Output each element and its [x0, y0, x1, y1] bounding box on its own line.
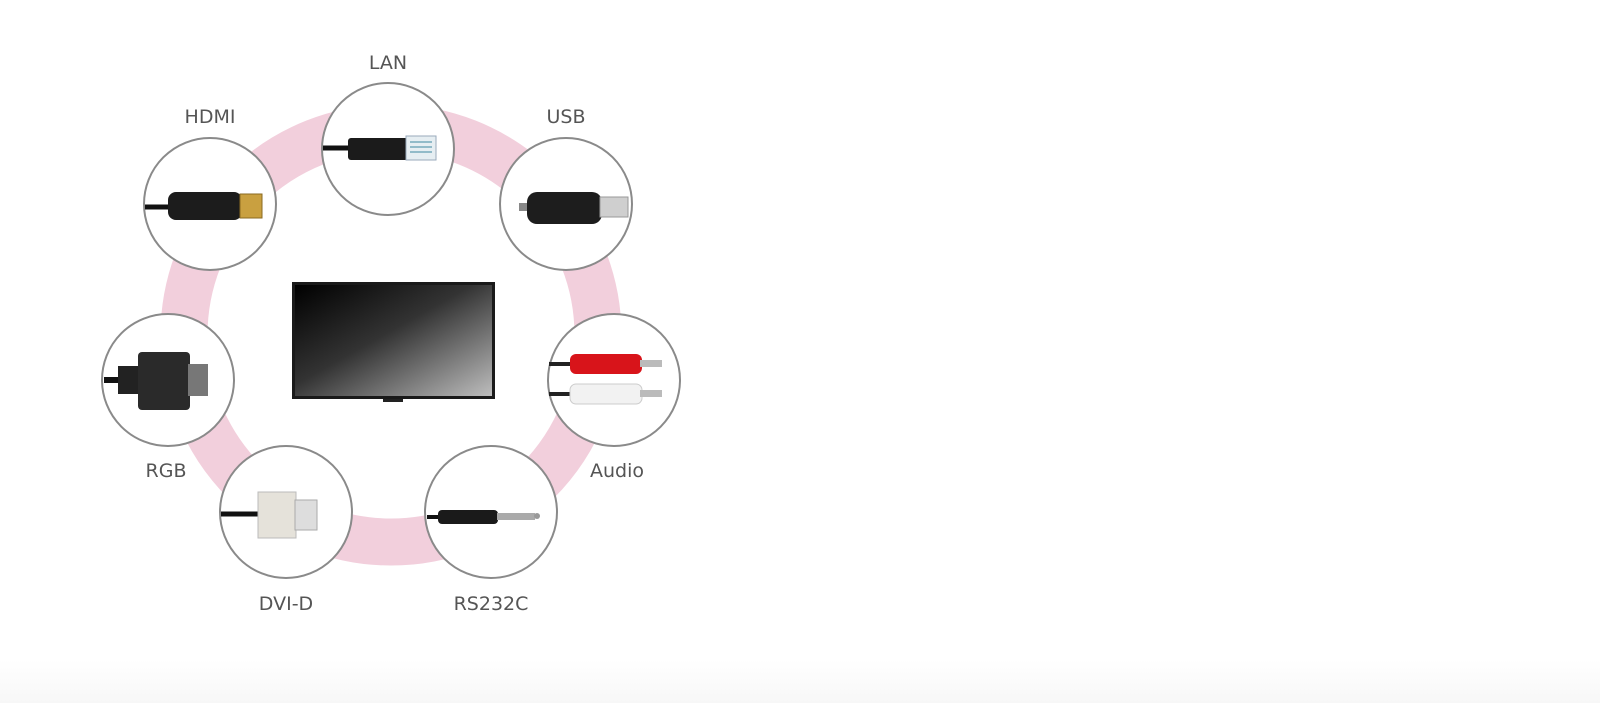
connector-hdmi: HDMI — [143, 106, 277, 271]
footer-band — [0, 660, 1600, 703]
label-dvid: DVI-D — [259, 593, 313, 615]
connector-rs232c: RS232C — [424, 445, 558, 615]
label-audio: Audio — [590, 460, 644, 482]
label-lan: LAN — [369, 52, 407, 74]
label-usb: USB — [546, 106, 585, 128]
connector-dvid: DVI-D — [219, 445, 353, 615]
connector-usb: USB — [499, 106, 633, 271]
connector-rgb: RGB — [101, 313, 235, 482]
label-rs232c: RS232C — [454, 593, 529, 615]
tv-monitor — [292, 282, 495, 402]
label-hdmi: HDMI — [185, 106, 236, 128]
connector-audio: Audio — [547, 313, 681, 482]
connector-lan: LAN — [321, 52, 455, 216]
label-rgb: RGB — [146, 460, 187, 482]
